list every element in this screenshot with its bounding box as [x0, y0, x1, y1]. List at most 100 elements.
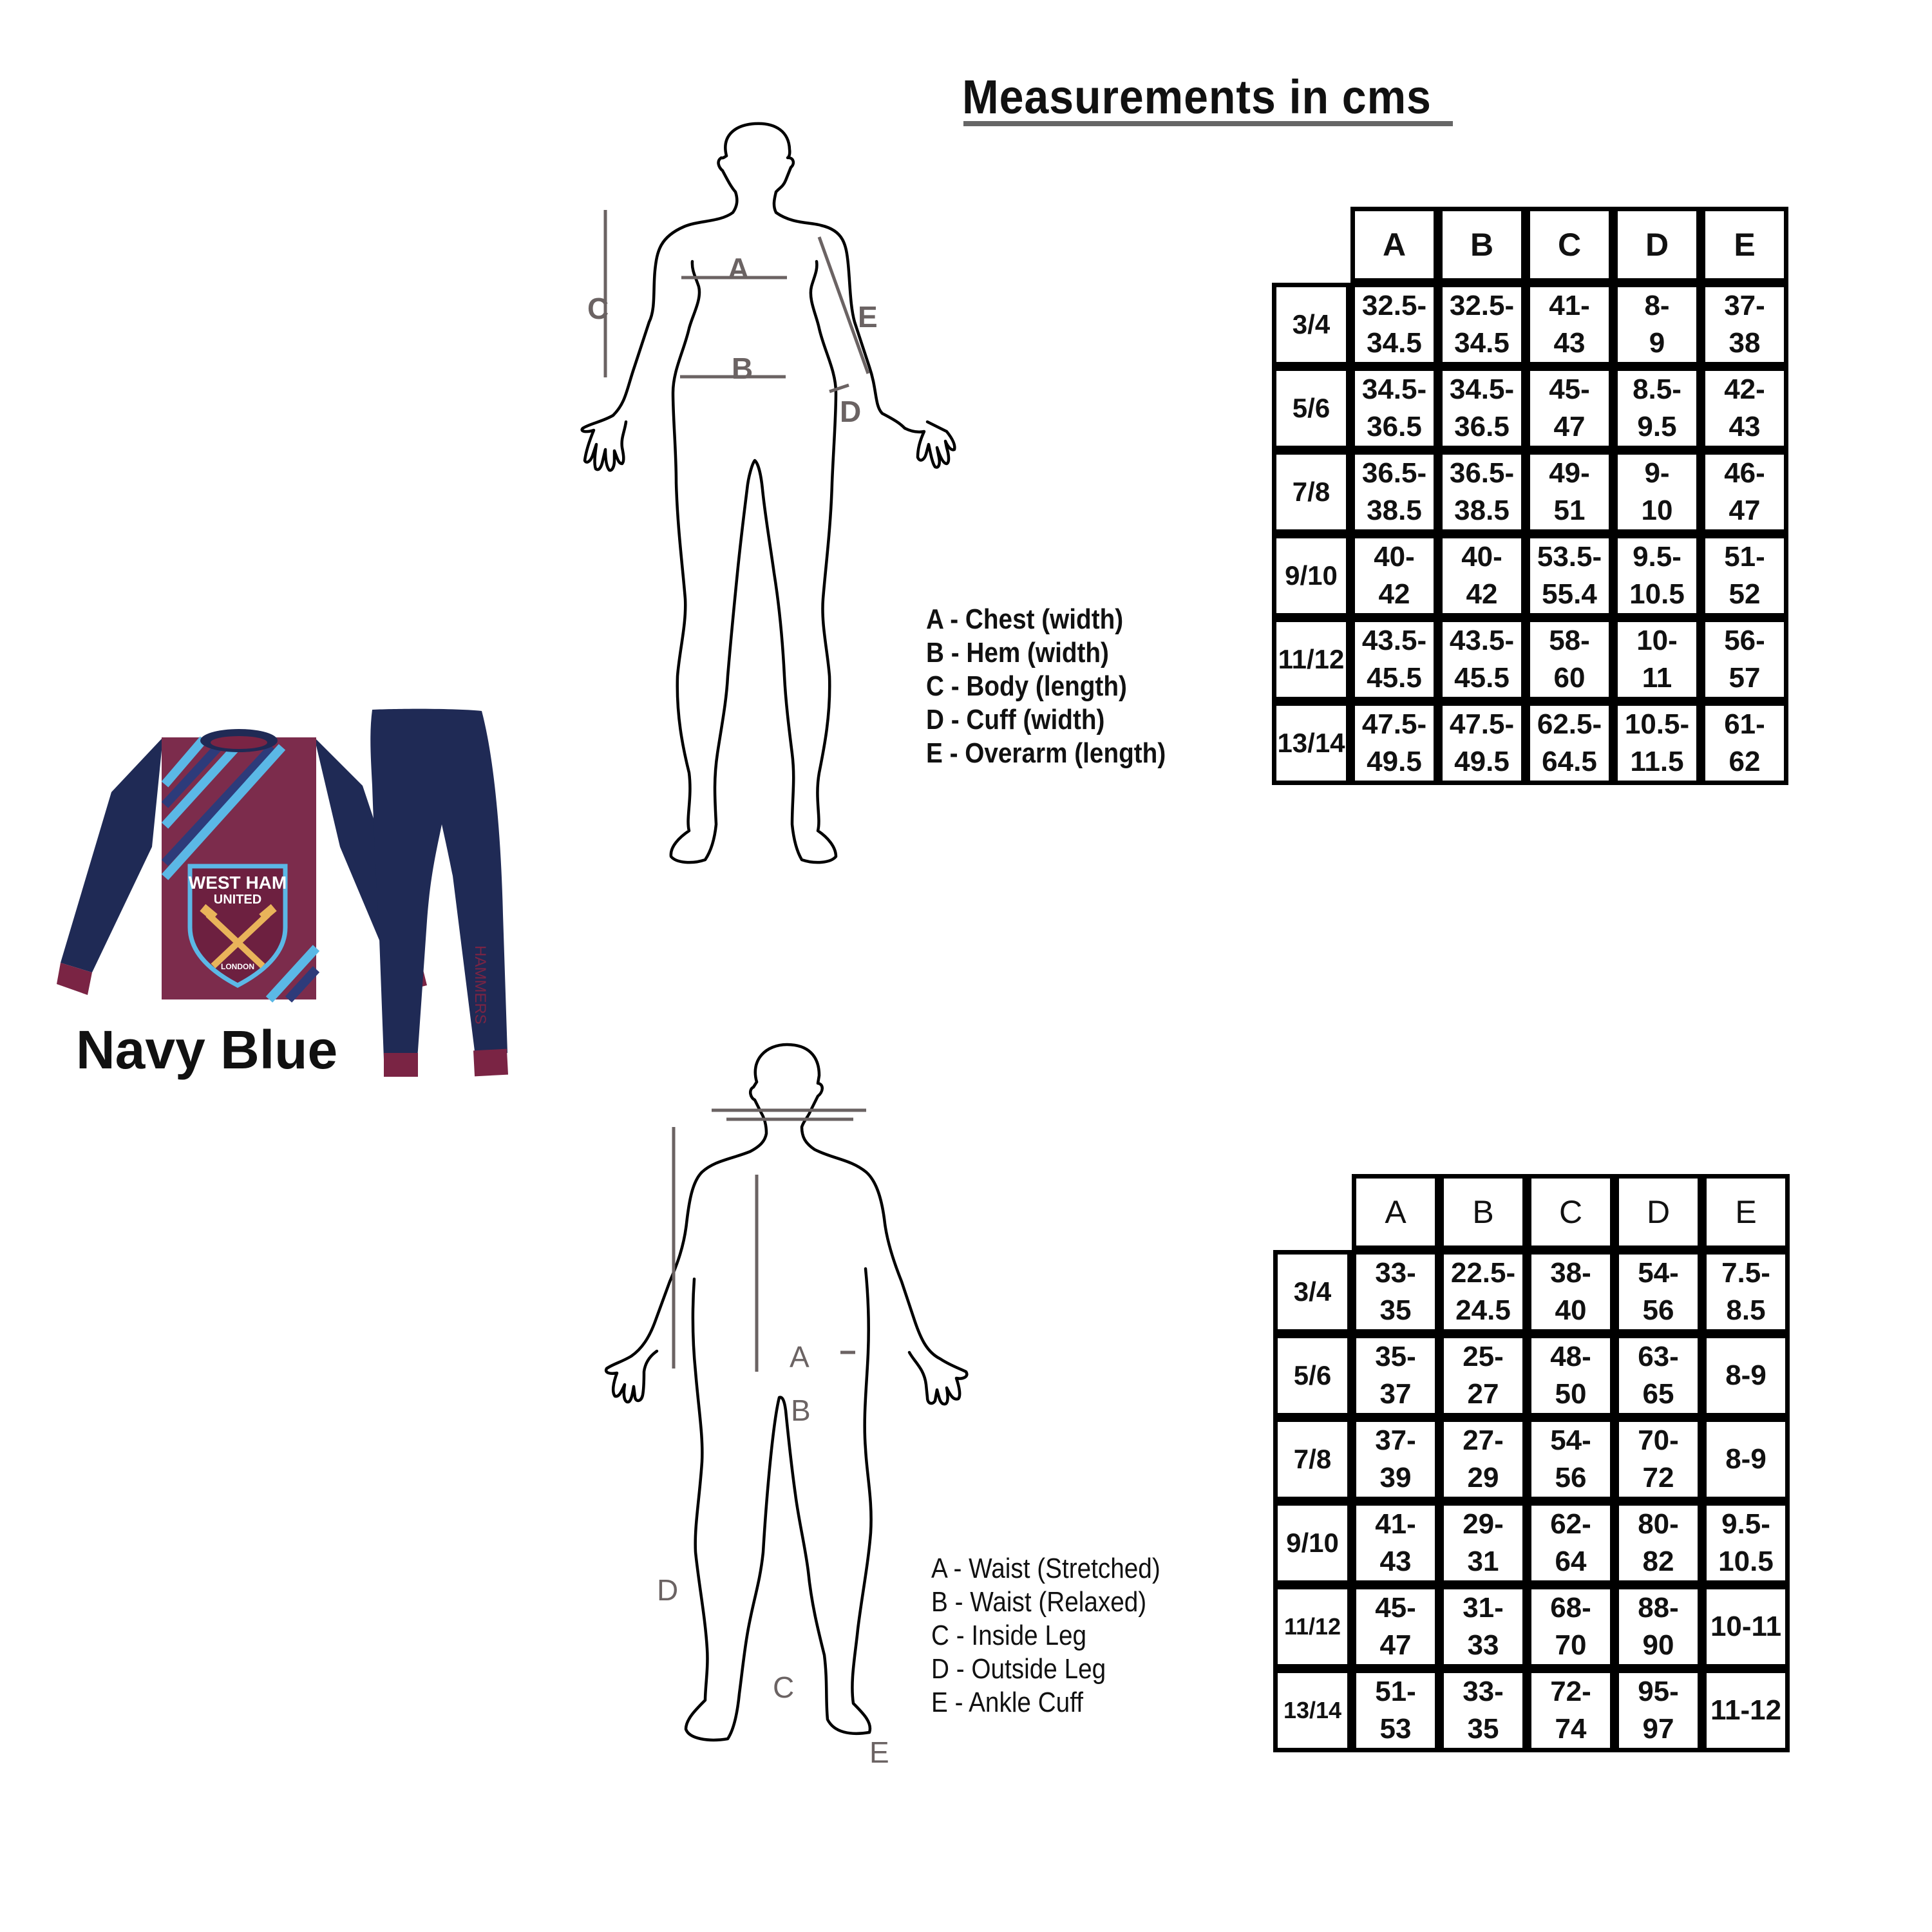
- table-cell: 10-11: [1613, 618, 1701, 701]
- table-cell: 27-29: [1439, 1417, 1527, 1501]
- table-row: 3/4 32.5-34.5 32.5-34.5 41-43 8-9 37-38: [1272, 283, 1788, 366]
- table-cell: 32.5-34.5: [1350, 283, 1438, 366]
- table-cell: 34.5-36.5: [1438, 366, 1526, 450]
- top-label-e: E: [858, 300, 878, 334]
- table-cell: 68-70: [1527, 1585, 1615, 1669]
- table-cell: 80-82: [1615, 1501, 1702, 1585]
- table-cell: 25-27: [1439, 1334, 1527, 1417]
- table-cell: 53.5-55.4: [1526, 534, 1613, 618]
- table-row: 13/14 51-53 33-35 72-74 95-97 11-12: [1273, 1669, 1790, 1752]
- top-legend-item-b: B - Hem (width): [926, 637, 1109, 668]
- table-cell: 35-37: [1352, 1334, 1439, 1417]
- top-table-header-row: A B C D E: [1272, 207, 1788, 283]
- row-size-label: 3/4: [1273, 1250, 1352, 1334]
- bottom-legend-item-d: D - Outside Leg: [931, 1653, 1106, 1685]
- table-row: 7/8 37-39 27-29 54-56 70-72 8-9: [1273, 1417, 1790, 1501]
- table-cell: 40-42: [1438, 534, 1526, 618]
- table-cell: 42-43: [1701, 366, 1788, 450]
- table-row: 13/14 47.5-49.5 47.5-49.5 62.5-64.5 10.5…: [1272, 701, 1788, 785]
- table-cell: 95-97: [1615, 1669, 1702, 1752]
- table-cell: 47.5-49.5: [1438, 701, 1526, 785]
- bottom-legend-item-a: A - Waist (Stretched): [931, 1553, 1160, 1584]
- table-row: 11/12 43.5-45.5 43.5-45.5 58-60 10-11 56…: [1272, 618, 1788, 701]
- table-row: 7/8 36.5-38.5 36.5-38.5 49-51 9-10 46-47: [1272, 450, 1788, 534]
- row-size-label: 11/12: [1273, 1585, 1352, 1669]
- bottom-legend-item-b: B - Waist (Relaxed): [931, 1586, 1147, 1618]
- table-row: 11/12 45-47 31-33 68-70 88-90 10-11: [1273, 1585, 1790, 1669]
- table-cell: 51-53: [1352, 1669, 1439, 1752]
- table-cell: 45-47: [1526, 366, 1613, 450]
- table-row: 5/6 35-37 25-27 48-50 63-65 8-9: [1273, 1334, 1790, 1417]
- crest-text-bottom: LONDON: [221, 962, 254, 971]
- table-cell: 22.5-24.5: [1439, 1250, 1527, 1334]
- table-cell: 38-40: [1527, 1250, 1615, 1334]
- top-col-a: A: [1350, 207, 1438, 283]
- bottom-legend: A - Waist (Stretched) B - Waist (Relaxed…: [931, 1552, 1160, 1719]
- top-legend-item-e: E - Overarm (length): [926, 737, 1166, 769]
- title-underline: [963, 121, 1453, 126]
- table-cell: 51-52: [1701, 534, 1788, 618]
- row-size-label: 7/8: [1272, 450, 1350, 534]
- bottom-legend-item-c: C - Inside Leg: [931, 1620, 1087, 1651]
- table-cell: 47.5-49.5: [1350, 701, 1438, 785]
- row-size-label: 13/14: [1272, 701, 1350, 785]
- top-label-a: A: [728, 252, 750, 285]
- table-cell: 8-9: [1702, 1417, 1790, 1501]
- bottom-col-c: C: [1527, 1174, 1615, 1250]
- table-cell: 41-43: [1352, 1501, 1439, 1585]
- table-cell: 56-57: [1701, 618, 1788, 701]
- top-body-outline-figure: [580, 122, 956, 864]
- row-size-label: 9/10: [1272, 534, 1350, 618]
- top-col-b: B: [1438, 207, 1526, 283]
- table-cell: 45-47: [1352, 1585, 1439, 1669]
- bottom-table-header-row: A B C D E: [1273, 1174, 1790, 1250]
- row-size-label: 13/14: [1273, 1669, 1352, 1752]
- crest-text-mid: UNITED: [214, 893, 261, 907]
- table-cell: 8.5-9.5: [1613, 366, 1701, 450]
- top-col-c: C: [1526, 207, 1613, 283]
- row-size-label: 3/4: [1272, 283, 1350, 366]
- top-legend-item-a: A - Chest (width): [926, 603, 1124, 635]
- bottom-label-a: A: [790, 1340, 810, 1374]
- bottom-col-a: A: [1352, 1174, 1439, 1250]
- table-cell: 62.5-64.5: [1526, 701, 1613, 785]
- table-cell: 54-56: [1527, 1417, 1615, 1501]
- table-cell: 46-47: [1701, 450, 1788, 534]
- table-cell: 37-39: [1352, 1417, 1439, 1501]
- table-cell: 70-72: [1615, 1417, 1702, 1501]
- table-cell: 62-64: [1527, 1501, 1615, 1585]
- table-cell: 37-38: [1701, 283, 1788, 366]
- table-cell: 9.5-10.5: [1702, 1501, 1790, 1585]
- table-cell: 33-35: [1352, 1250, 1439, 1334]
- color-label: Navy Blue: [76, 1019, 338, 1080]
- table-cell: 8-9: [1702, 1334, 1790, 1417]
- bottom-size-table: A B C D E 3/4 33-35 22.5-24.5 38-40 54-5…: [1273, 1174, 1790, 1752]
- table-cell: 10-11: [1702, 1585, 1790, 1669]
- bottom-legend-item-e: E - Ankle Cuff: [931, 1687, 1084, 1718]
- table-cell: 36.5-38.5: [1350, 450, 1438, 534]
- table-cell: 63-65: [1615, 1334, 1702, 1417]
- bottom-col-d: D: [1615, 1174, 1702, 1250]
- table-cell: 9.5-10.5: [1613, 534, 1701, 618]
- row-size-label: 5/6: [1273, 1334, 1352, 1417]
- bottom-col-b: B: [1439, 1174, 1527, 1250]
- row-size-label: 9/10: [1273, 1501, 1352, 1585]
- table-cell: 8-9: [1613, 283, 1701, 366]
- table-cell: 31-33: [1439, 1585, 1527, 1669]
- table-row: 3/4 33-35 22.5-24.5 38-40 54-56 7.5-8.5: [1273, 1250, 1790, 1334]
- top-legend: A - Chest (width) B - Hem (width) C - Bo…: [926, 603, 1166, 770]
- table-cell: 40-42: [1350, 534, 1438, 618]
- page-title: Measurements in cms: [962, 70, 1432, 124]
- top-legend-item-d: D - Cuff (width): [926, 704, 1105, 735]
- table-cell: 29-31: [1439, 1501, 1527, 1585]
- top-col-e: E: [1701, 207, 1788, 283]
- crest-text-top: WEST HAM: [189, 873, 287, 893]
- table-cell: 33-35: [1439, 1669, 1527, 1752]
- top-legend-item-c: C - Body (length): [926, 670, 1127, 702]
- top-col-d: D: [1613, 207, 1701, 283]
- top-label-c: C: [587, 292, 609, 325]
- bottom-label-d: D: [657, 1573, 679, 1607]
- table-cell: 11-12: [1702, 1669, 1790, 1752]
- table-row: 5/6 34.5-36.5 34.5-36.5 45-47 8.5-9.5 42…: [1272, 366, 1788, 450]
- table-cell: 48-50: [1527, 1334, 1615, 1417]
